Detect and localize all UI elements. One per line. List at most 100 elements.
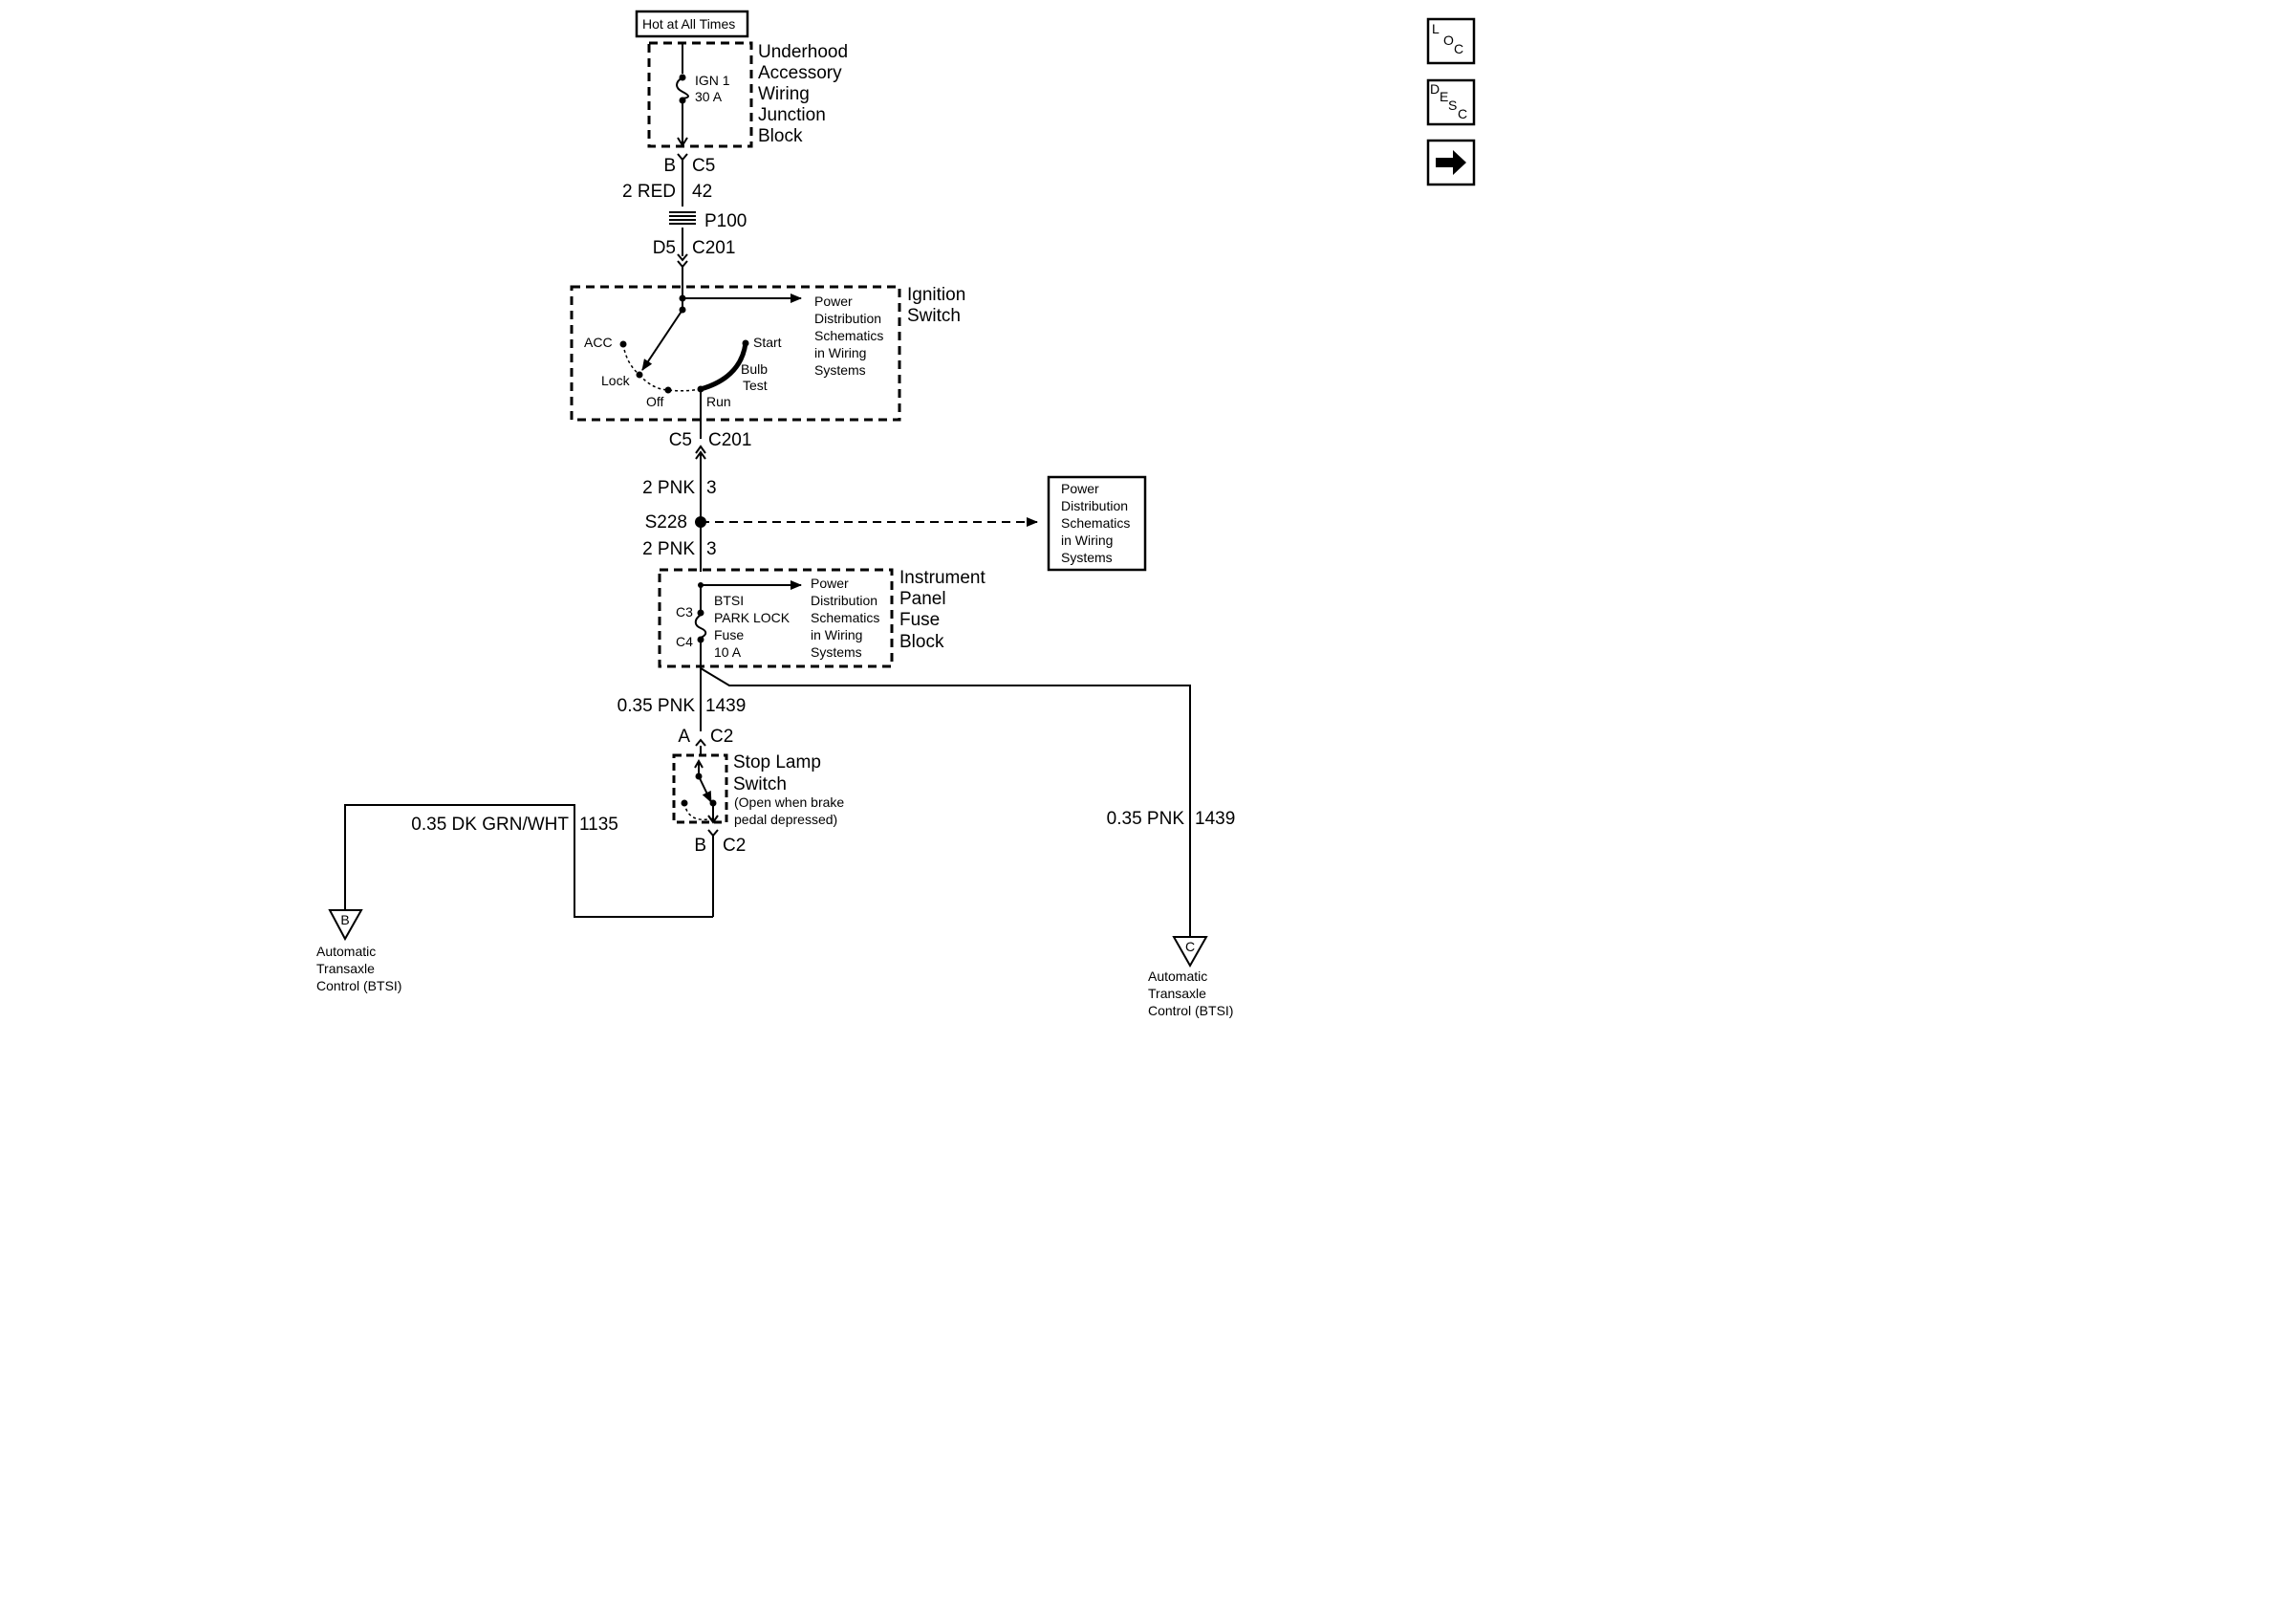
desc-button[interactable] (1426, 78, 1476, 126)
c2-bottom-connector: C2 (723, 836, 746, 856)
junction-dot (698, 582, 704, 588)
ip-fuse-ref-4: in Wiring (811, 627, 862, 642)
ip-fuse-block-name-1: Instrument (899, 568, 986, 588)
underhood-junction-block-outline (647, 41, 753, 148)
offpage-b-letter: B (340, 912, 349, 927)
p100-passthrough-symbol (669, 211, 696, 225)
hot-at-all-times-label: Hot at All Times (642, 16, 735, 32)
btsi-fuse-label-1: BTSI (714, 593, 744, 608)
switch-pivot-dot (679, 306, 686, 314)
ignition-switch-name-1: Ignition (907, 285, 965, 305)
loc-letter-c: C (1454, 41, 1463, 56)
wire-1439-spec: 0.35 PNK (617, 696, 696, 716)
ignition-ref-1: Power (814, 294, 853, 309)
c201-top-pin: D5 (653, 238, 676, 258)
c5-pin-label: B (663, 156, 676, 176)
ign1-fuse-symbol (676, 76, 689, 99)
next-page-button[interactable] (1426, 139, 1476, 186)
off-label: Off (646, 394, 664, 409)
ip-fuse-ref-3: Schematics (811, 610, 879, 625)
junction-dot (679, 294, 686, 302)
underhood-block-name-3: Wiring (758, 84, 810, 104)
right-arrow-icon (1436, 150, 1466, 175)
wire-1135-circuit: 1135 (579, 815, 618, 835)
underhood-block-name-2: Accessory (758, 63, 842, 83)
loc-letter-o: O (1443, 33, 1454, 48)
offpage-c-label-3: Control (BTSI) (1148, 1003, 1233, 1018)
stop-lamp-switch-name-1: Stop Lamp (733, 752, 821, 772)
acc-contact-dot (619, 340, 627, 348)
wire-42-circuit: 42 (692, 182, 712, 202)
ip-fuse-ref-1: Power (811, 576, 849, 591)
bulb-test-label-2: Test (743, 378, 768, 393)
wire-1439-right (700, 667, 1191, 937)
ignition-ref-3: Schematics (814, 328, 883, 343)
stop-lamp-contact (698, 775, 712, 803)
fuse-terminal-dot (679, 74, 686, 81)
wire-1439-right-circuit: 1439 (1195, 809, 1235, 829)
wire-42-spec: 2 RED (622, 182, 676, 202)
loc-button[interactable] (1426, 17, 1476, 65)
off-contact-dot (664, 386, 672, 394)
wire-3-lower-spec: 2 PNK (642, 539, 695, 559)
fuse-pin-c3: C3 (676, 604, 693, 620)
c201-top-connector: C201 (692, 238, 735, 258)
splice-ref-1: Power (1061, 481, 1099, 496)
splice-ref-box (1047, 475, 1147, 572)
c201-bottom-pin: C5 (669, 430, 692, 450)
ip-fuse-ref-2: Distribution (811, 593, 877, 608)
offpage-c-letter: C (1185, 939, 1195, 954)
offpage-connector-b (328, 909, 363, 942)
wiring-diagram-page: Hot at All Times Underhood Accessory Wir… (0, 0, 1482, 1045)
underhood-block-name-4: Junction (758, 105, 826, 125)
btsi-fuse-symbol (694, 614, 707, 639)
ign1-fuse-label-1: IGN 1 (695, 73, 730, 88)
c201-bottom-connector: C201 (708, 430, 751, 450)
fuse-c4-dot (697, 636, 704, 643)
desc-letter-e: E (1440, 89, 1448, 104)
fuse-terminal-dot (679, 97, 686, 104)
ignition-ref-4: in Wiring (814, 345, 866, 360)
c2-top-connector: C2 (710, 727, 733, 747)
underhood-block-name-5: Block (758, 126, 803, 146)
c2-bottom-pin: B (694, 836, 706, 856)
p100-label: P100 (704, 211, 747, 231)
underhood-block-name-1: Underhood (758, 42, 848, 62)
bulb-test-start-arc (700, 342, 748, 392)
stop-lamp-switch-name-2: Switch (733, 774, 787, 794)
btsi-fuse-label-3: Fuse (714, 627, 744, 642)
ignition-switch-outline (570, 285, 901, 422)
offpage-b-label-3: Control (BTSI) (316, 978, 401, 993)
lock-label: Lock (601, 373, 631, 388)
splice-ref-3: Schematics (1061, 515, 1130, 531)
c2-top-pin: A (678, 727, 690, 747)
btsi-fuse-label-4: 10 A (714, 644, 742, 660)
stop-lamp-switch-outline (672, 753, 728, 824)
ip-fuse-block-name-2: Panel (899, 589, 946, 609)
start-label: Start (753, 335, 782, 350)
offpage-connector-c (1172, 936, 1208, 968)
offpage-b-label-1: Automatic (316, 944, 376, 959)
fuse-pin-c4: C4 (676, 634, 693, 649)
ignition-switch-name-2: Switch (907, 306, 961, 326)
splice-label: S228 (645, 512, 687, 533)
stop-lamp-note-1: (Open when brake (734, 794, 844, 810)
offpage-b-label-2: Transaxle (316, 961, 375, 976)
wire-1439-right-spec: 0.35 PNK (1107, 809, 1185, 829)
ip-fuse-block-name-4: Block (899, 632, 944, 652)
lock-contact-dot (636, 371, 643, 379)
start-contact-dot (742, 339, 749, 347)
schematic-canvas: Hot at All Times Underhood Accessory Wir… (316, 10, 1476, 1018)
switch-pivot-dot (695, 772, 703, 780)
ip-fuse-block-outline (658, 568, 894, 668)
desc-letter-d: D (1430, 81, 1440, 97)
offpage-c-label-1: Automatic (1148, 968, 1207, 984)
c5-connector-label: C5 (692, 156, 715, 176)
desc-letter-c: C (1458, 106, 1467, 121)
wire-3-lower-circuit: 3 (706, 539, 717, 559)
desc-letter-s: S (1448, 98, 1457, 113)
hot-at-all-times-box (635, 10, 749, 38)
fuse-c3-dot (697, 609, 704, 617)
wire-1135-spec: 0.35 DK GRN/WHT (411, 815, 569, 835)
splice-ref-4: in Wiring (1061, 533, 1113, 548)
